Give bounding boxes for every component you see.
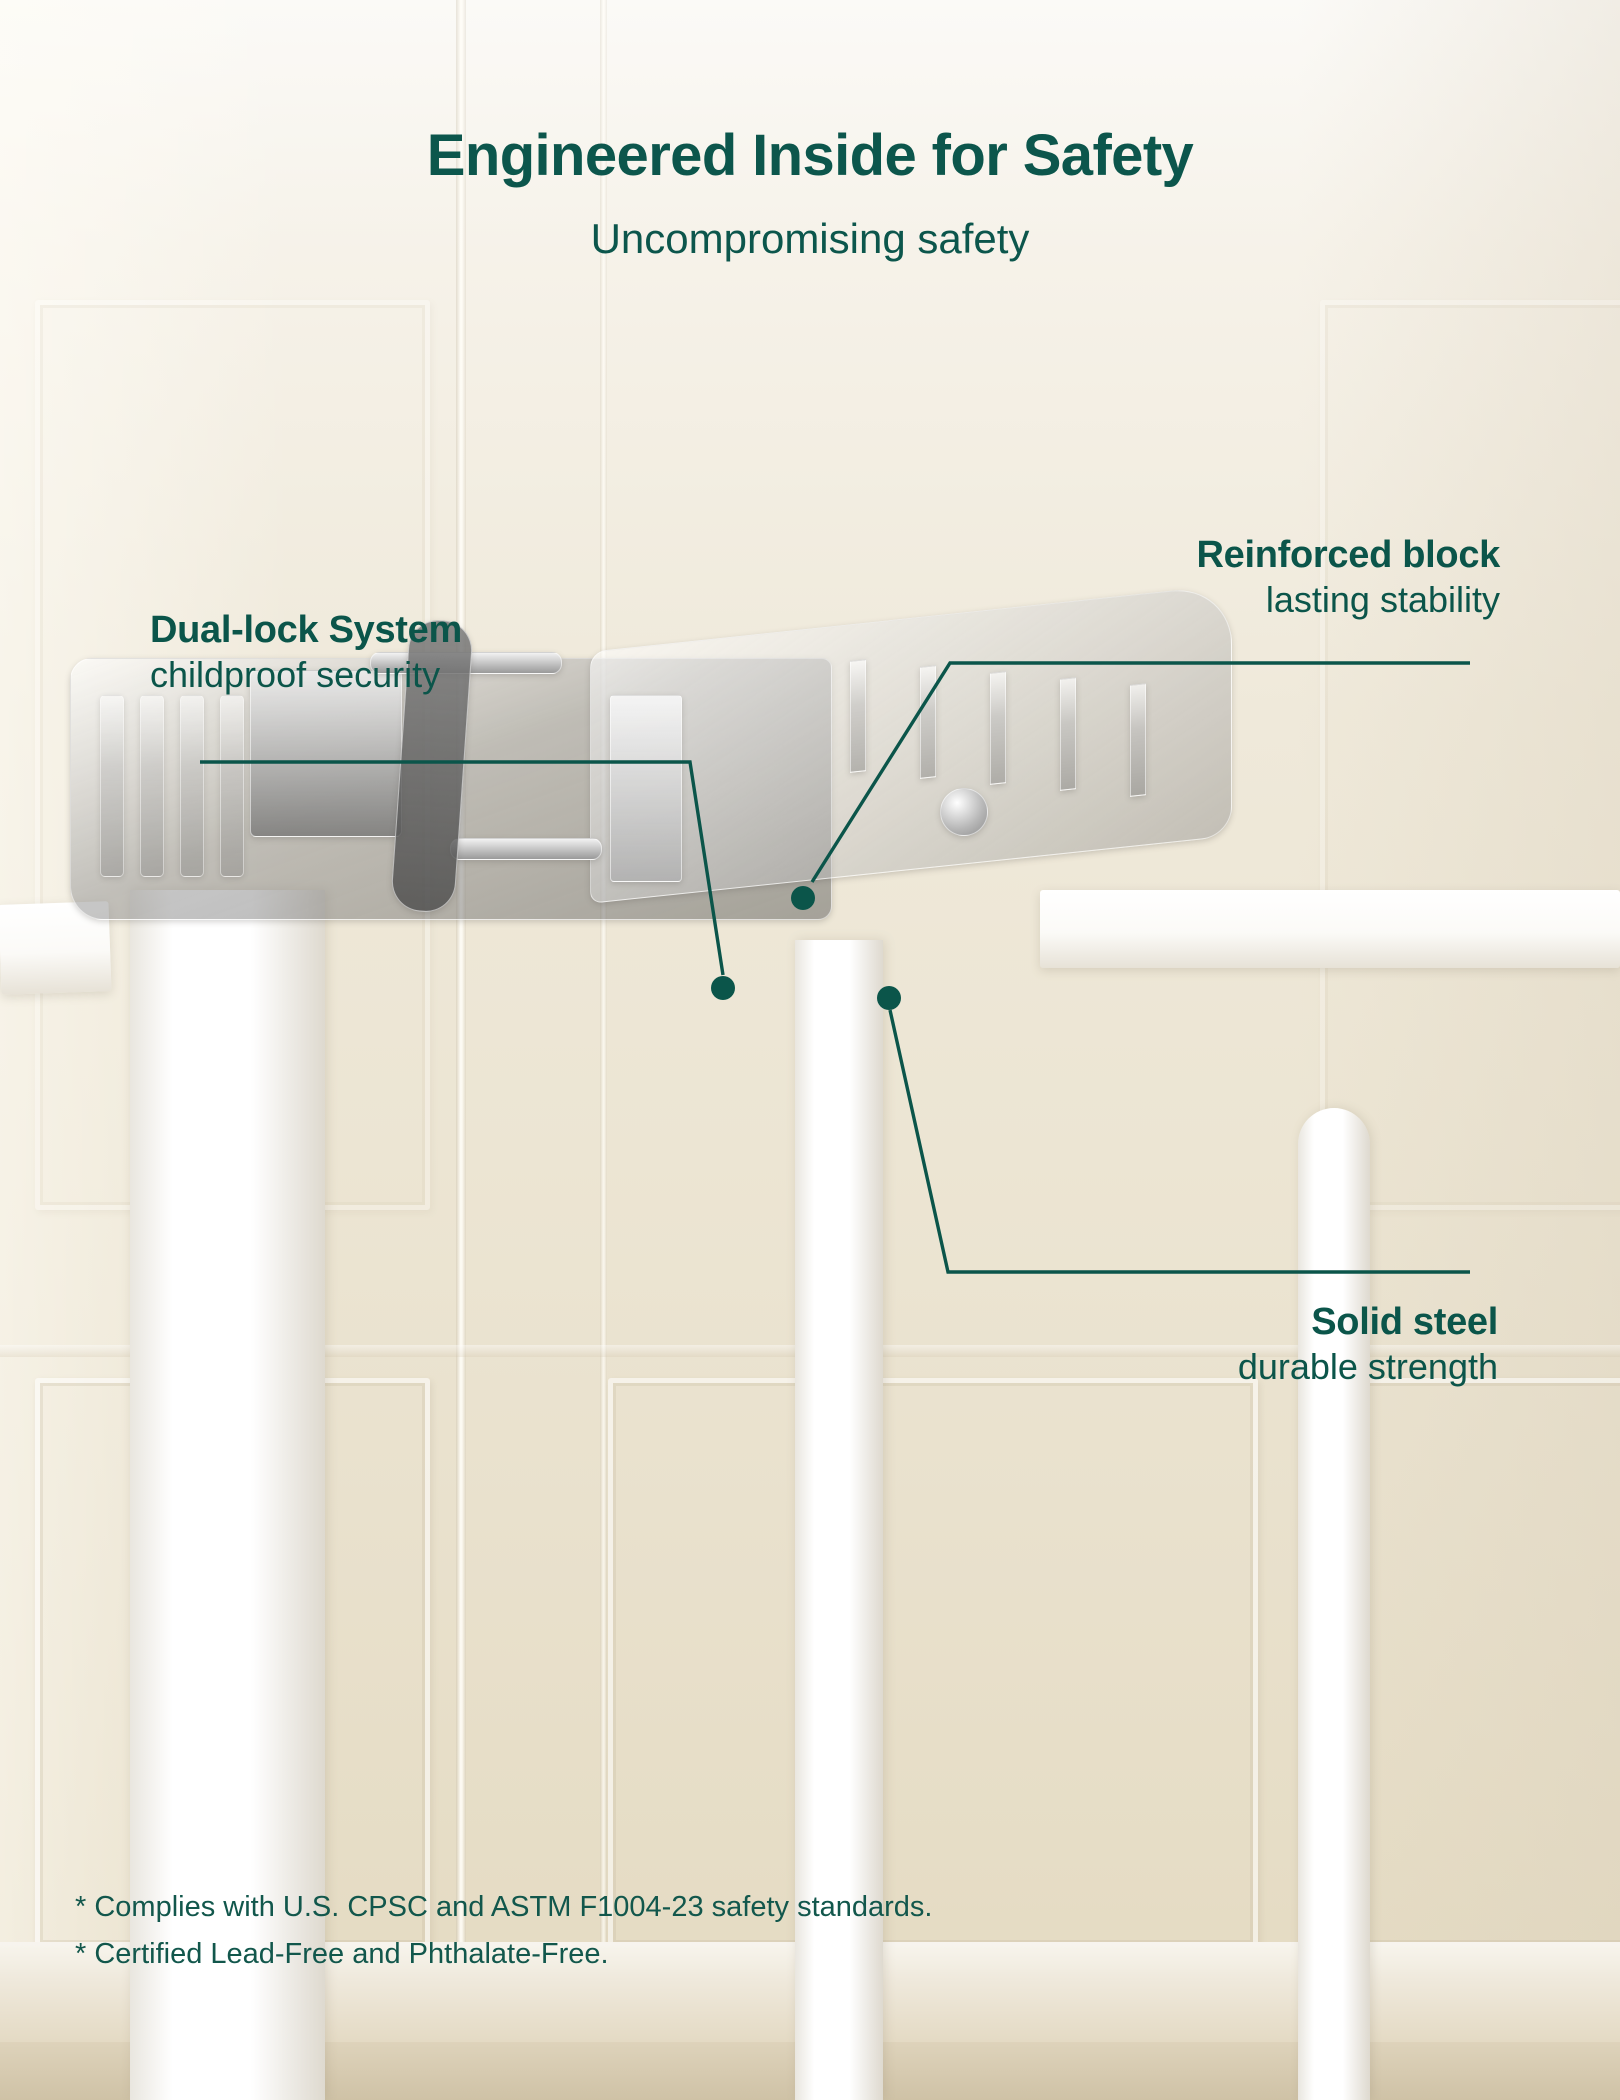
page-subtitle: Uncompromising safety	[590, 215, 1030, 262]
internal-fin	[920, 665, 936, 779]
internal-fin	[850, 659, 866, 773]
internal-rib	[140, 695, 164, 877]
callout-dual-lock-subtitle: childproof security	[150, 653, 441, 695]
internal-fin	[1060, 677, 1076, 791]
footnote-item: * Certified Lead-Free and Phthalate-Free…	[75, 1938, 609, 1971]
page-title: Engineered Inside for Safety	[426, 123, 1194, 188]
gate-post-middle	[795, 940, 883, 2100]
callout-reinforced-block: Reinforced block lasting stability	[980, 533, 1501, 622]
callout-solid-steel-title: Solid steel	[1311, 1301, 1498, 1343]
internal-fin	[990, 671, 1006, 785]
callout-dual-lock-title: Dual-lock System	[150, 609, 462, 651]
wall-mount-bracket-right	[1040, 890, 1620, 968]
gate-post-left	[130, 890, 325, 2100]
callout-solid-steel: Solid steel durable strength	[978, 1300, 1498, 1389]
wall-panel	[608, 1378, 1258, 1948]
internal-rib	[180, 695, 204, 877]
footnote-item: * Complies with U.S. CPSC and ASTM F1004…	[75, 1891, 933, 1924]
callout-reinforced-block-subtitle: lasting stability	[1265, 578, 1500, 620]
wall-panel-seam	[600, 0, 607, 2100]
callout-solid-steel-subtitle: durable strength	[1237, 1345, 1498, 1387]
wall-panel	[1320, 300, 1620, 1210]
callout-dual-lock: Dual-lock System childproof security	[150, 608, 570, 697]
hinge-screw	[940, 788, 988, 836]
wall-panel-seam	[456, 0, 466, 2100]
reinforced-block-part	[610, 695, 682, 882]
internal-rib	[220, 695, 244, 877]
internal-rib	[100, 695, 124, 877]
callout-reinforced-block-title: Reinforced block	[1196, 534, 1501, 576]
footnotes: * Complies with U.S. CPSC and ASTM F1004…	[75, 1884, 932, 1978]
gate-post-right	[1298, 1108, 1370, 2100]
steel-bolt-lower	[450, 838, 602, 860]
internal-fin	[1130, 683, 1146, 797]
